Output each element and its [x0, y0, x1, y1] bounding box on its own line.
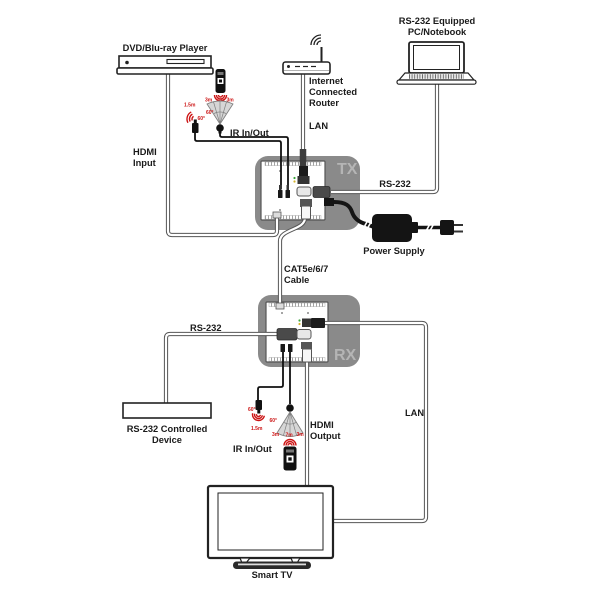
rx-db9-port — [296, 329, 312, 340]
lan-bottom-label: LAN — [405, 408, 424, 418]
smart-tv-label: Smart TV — [252, 570, 294, 580]
ir-emitter-angle-bottom: 60° — [248, 407, 256, 413]
rx-hdmi-port — [301, 342, 312, 349]
ir-angle-top: 60° — [206, 110, 214, 116]
ir-range-center-bottom: 7m — [286, 433, 294, 439]
rs232-device-label-line1: RS-232 Controlled — [127, 424, 208, 434]
rx-led-green — [298, 319, 301, 322]
ir-range-center-top: 7m — [217, 98, 225, 104]
pc-label-line1: RS-232 Equipped — [399, 16, 476, 26]
tx-ir-jack-2 — [285, 190, 290, 198]
rx-ir-jack-1 — [280, 344, 285, 352]
tx-rj45-plug — [299, 166, 308, 177]
dvd-player: DVD/Blu-ray Player — [116, 43, 214, 75]
tx-ir-jack-1 — [278, 190, 283, 198]
rx-led-yellow — [298, 322, 301, 326]
tx-cat-plug — [301, 205, 311, 220]
rx-rj45-port — [302, 318, 312, 327]
ir-receiver-bottom — [286, 404, 294, 412]
ir-emitter-angle-top: 60° — [198, 116, 206, 122]
hdmi-output-label-line1: HDMI — [310, 420, 334, 430]
cat-cable — [280, 218, 305, 305]
rx-ir-jack-2 — [288, 344, 293, 352]
tx-db9-port — [296, 186, 312, 197]
router: Internet Connected Router LAN — [282, 34, 357, 131]
tx-power-port — [324, 198, 334, 206]
ir-emitter-range-top: 1.5m — [184, 103, 196, 109]
ir-range-side-top-left: 3m — [205, 98, 213, 104]
tx-cat-port — [300, 199, 312, 207]
rs232-device-label-line2: Device — [152, 435, 182, 445]
laptop-screen — [413, 45, 460, 70]
ir-lines-top — [194, 132, 289, 189]
hdmi-output-label-line2: Output — [310, 431, 340, 441]
ir-emitter-top — [192, 123, 199, 133]
dvd-tray — [166, 58, 205, 65]
cat-label-line1: CAT5e/6/7 — [284, 264, 328, 274]
tx-rs232-plug — [312, 186, 331, 198]
rs232-pc-label: RS-232 — [379, 179, 411, 189]
router-label-line1: Internet — [309, 76, 343, 86]
rs232-controlled-device: RS-232 Controlled Device — [122, 402, 212, 445]
router-label-line3: Router — [309, 98, 339, 108]
rx-cat-port — [275, 302, 285, 310]
ir-inout-top-label: IR In/Out — [230, 128, 269, 138]
ir-receiver-top — [216, 124, 224, 132]
ir-range-side-top-right: 3m — [227, 98, 235, 104]
dvd-player-label: DVD/Blu-ray Player — [123, 43, 208, 53]
ir-emitter-waves-bottom — [251, 413, 266, 422]
laptop: RS-232 Equipped PC/Notebook — [396, 16, 477, 85]
rx-hdmi-plug — [302, 348, 312, 363]
hdmi-input-label-line2: Input — [133, 158, 156, 168]
tx-rj45-port — [297, 176, 310, 184]
ir-waves-bottom — [283, 438, 297, 446]
dvd-power-led — [125, 60, 129, 65]
ir-lines-bottom — [257, 352, 291, 404]
ir-emitter-range-bottom: 1.5m — [251, 426, 263, 432]
rx-ports — [275, 302, 325, 363]
power-brick — [372, 214, 412, 242]
tx-ports — [272, 166, 334, 220]
tx-led-green — [293, 176, 296, 180]
tx-hdmi-in-port — [272, 211, 282, 219]
tx-label: TX — [337, 161, 358, 178]
ir-angle-bottom: 60° — [270, 418, 278, 424]
router-label-line2: Connected — [309, 87, 357, 97]
laptop-keyboard — [409, 74, 464, 79]
pc-label-line2: PC/Notebook — [408, 27, 467, 37]
ir-cluster-top: 3m 7m 3m 60° 1.5m 60° IR In/Out — [184, 69, 269, 138]
rx-rj45-plug — [311, 318, 325, 328]
ir-emitter-bottom — [255, 400, 262, 410]
hdmi-input-label-line1: HDMI — [133, 147, 157, 157]
ir-range-side-bottom-right: 3m — [297, 432, 305, 438]
smart-tv: Smart TV — [206, 484, 335, 580]
ir-cluster-bottom: 60° 1.5m 60° 3m 7m 3m IR In/Out — [233, 400, 304, 471]
ir-range-side-bottom-left: 3m — [272, 432, 280, 438]
power-supply-label: Power Supply — [363, 246, 425, 256]
power-supply: Power Supply — [333, 200, 463, 256]
ir-emitter-waves-top — [186, 111, 195, 124]
tv-screen — [217, 492, 324, 551]
rx-label: RX — [334, 347, 357, 364]
rs232-device-line-label: RS-232 — [190, 323, 222, 333]
ir-inout-bottom-label: IR In/Out — [233, 444, 272, 454]
lan-top-label: LAN — [309, 121, 328, 131]
rx-rs232-plug — [276, 328, 298, 341]
cat-label-line2: Cable — [284, 275, 309, 285]
tx-led-yellow — [293, 180, 296, 183]
wifi-waves-icon — [310, 34, 322, 46]
power-plug — [440, 220, 454, 235]
connection-labels: HDMI Input RS-232 CAT5e/6/7 Cable RS-232… — [133, 147, 424, 441]
